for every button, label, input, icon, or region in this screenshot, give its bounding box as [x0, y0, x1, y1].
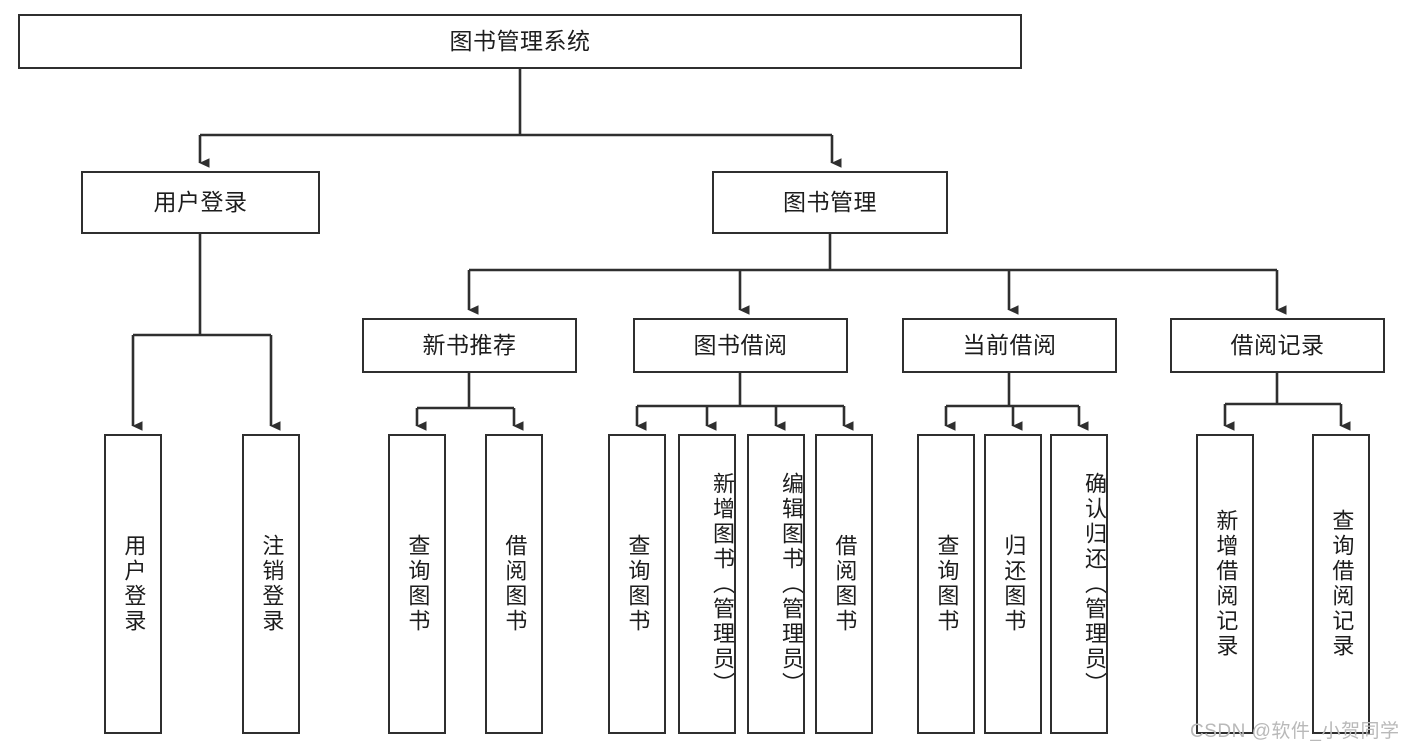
leaf-add-borrow-record-label: 新增借阅记录	[1213, 509, 1239, 659]
node-book-management[interactable]: 图书管理	[712, 171, 948, 234]
node-user-login-label: 用户登录	[153, 188, 248, 215]
node-borrow-records-label: 借阅记录	[1230, 331, 1325, 358]
leaf-logout[interactable]: 注销登录	[242, 434, 300, 734]
leaf-query-books-borrow-label: 查询图书	[625, 534, 651, 634]
node-book-borrow-label: 图书借阅	[693, 331, 788, 358]
leaf-edit-book-admin-label: 编辑图书（管理员）	[779, 471, 804, 697]
leaf-query-books-current[interactable]: 查询图书	[917, 434, 975, 734]
leaf-query-books-new-label: 查询图书	[405, 534, 431, 634]
leaf-add-borrow-record[interactable]: 新增借阅记录	[1196, 434, 1254, 734]
leaf-add-book-admin-label: 新增图书（管理员）	[710, 471, 735, 697]
leaf-borrow-books-new-label: 借阅图书	[502, 534, 528, 634]
node-new-book-recommend[interactable]: 新书推荐	[362, 318, 577, 373]
leaf-add-book-admin[interactable]: 新增图书（管理员）	[678, 434, 736, 734]
leaf-query-borrow-record[interactable]: 查询借阅记录	[1312, 434, 1370, 734]
leaf-query-borrow-record-label: 查询借阅记录	[1329, 509, 1355, 659]
node-borrow-records[interactable]: 借阅记录	[1170, 318, 1385, 373]
leaf-return-books[interactable]: 归还图书	[984, 434, 1042, 734]
leaf-confirm-return-admin-label: 确认归还（管理员）	[1082, 471, 1107, 697]
leaf-logout-label: 注销登录	[259, 534, 285, 634]
node-book-borrow[interactable]: 图书借阅	[633, 318, 848, 373]
leaf-borrow-books-label: 借阅图书	[832, 534, 858, 634]
leaf-user-login[interactable]: 用户登录	[104, 434, 162, 734]
node-root[interactable]: 图书管理系统	[18, 14, 1022, 69]
leaf-query-books-current-label: 查询图书	[934, 534, 960, 634]
leaf-query-books-new[interactable]: 查询图书	[388, 434, 446, 734]
leaf-edit-book-admin[interactable]: 编辑图书（管理员）	[747, 434, 805, 734]
node-user-login[interactable]: 用户登录	[81, 171, 320, 234]
node-root-label: 图书管理系统	[449, 27, 591, 54]
node-current-borrow[interactable]: 当前借阅	[902, 318, 1117, 373]
leaf-return-books-label: 归还图书	[1001, 534, 1027, 634]
node-new-book-recommend-label: 新书推荐	[422, 331, 517, 358]
leaf-confirm-return-admin[interactable]: 确认归还（管理员）	[1050, 434, 1108, 734]
watermark-text: CSDN @软件_小贺同学	[1190, 721, 1400, 742]
node-current-borrow-label: 当前借阅	[962, 331, 1057, 358]
leaf-query-books-borrow[interactable]: 查询图书	[608, 434, 666, 734]
leaf-user-login-label: 用户登录	[121, 534, 147, 634]
leaf-borrow-books[interactable]: 借阅图书	[815, 434, 873, 734]
leaf-borrow-books-new[interactable]: 借阅图书	[485, 434, 543, 734]
node-book-management-label: 图书管理	[783, 188, 877, 215]
